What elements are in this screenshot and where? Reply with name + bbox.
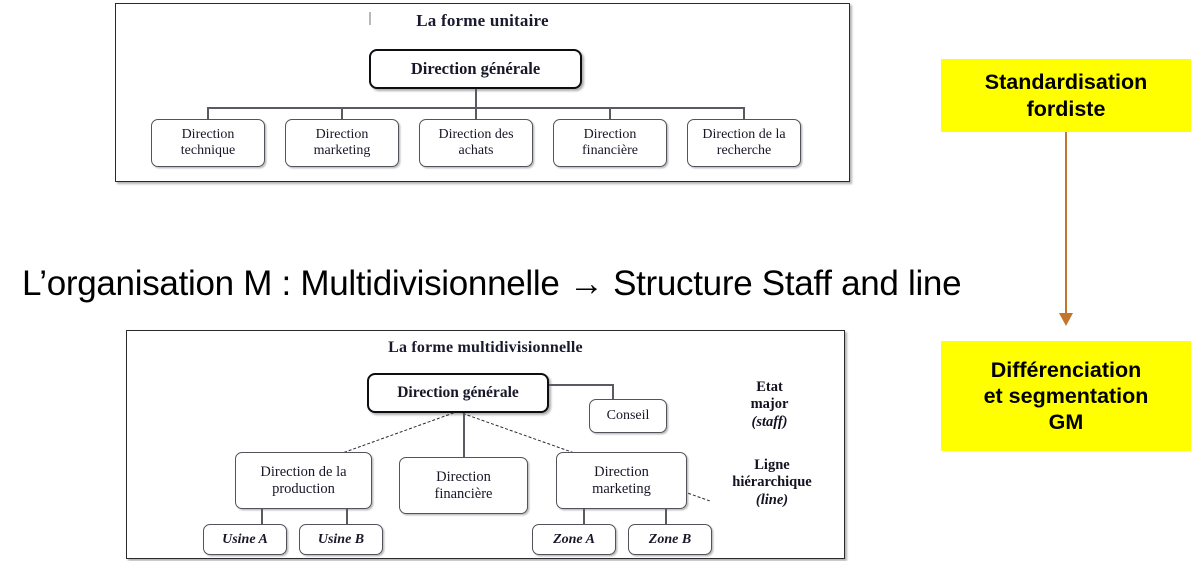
- caption-etat-major-line2: major: [750, 396, 789, 413]
- page-title: L’organisation M : Multidivisionnelle → …: [22, 264, 962, 303]
- caption-etat-major: Etat major (staff): [702, 379, 837, 431]
- node-zone-a[interactable]: Zone A: [532, 524, 616, 555]
- callout-standardisation-fordiste: Standardisation fordiste: [941, 59, 1191, 132]
- callout-2-line2: et segmentation: [983, 383, 1149, 408]
- diagram-unitary-title: La forme unitaire: [416, 11, 549, 30]
- node-direction-technique[interactable]: Direction technique: [151, 119, 265, 167]
- callout-2-line3: GM: [1048, 410, 1084, 435]
- diagram-multidivisional-frame: La forme multidivisionnelle Direction gé…: [126, 330, 845, 559]
- caption-ligne-line1: Ligne: [754, 457, 790, 473]
- callout-2-line1: Différenciation: [990, 357, 1142, 382]
- node-direction-generale-unitary[interactable]: Direction générale: [369, 49, 582, 89]
- connector-staff-horizontal: [549, 384, 613, 386]
- connector-root-stub: [475, 89, 477, 107]
- node-usine-a[interactable]: Usine A: [203, 524, 287, 555]
- connector-drop-3: [475, 107, 477, 119]
- node-direction-financiere[interactable]: Direction financière: [553, 119, 667, 167]
- caption-etat-major-line1: Etat: [756, 379, 783, 395]
- node-direction-recherche[interactable]: Direction de la recherche: [687, 119, 801, 167]
- node-direction-financiere-multi[interactable]: Direction financière: [399, 457, 528, 514]
- node-direction-marketing-multi[interactable]: Direction marketing: [556, 452, 687, 509]
- node-conseil[interactable]: Conseil: [589, 399, 667, 433]
- connector-staff-vertical: [612, 384, 614, 400]
- node-zone-b[interactable]: Zone B: [628, 524, 712, 555]
- node-usine-b[interactable]: Usine B: [299, 524, 383, 555]
- node-direction-achats[interactable]: Direction des achats: [419, 119, 533, 167]
- connector-zone-a-drop: [583, 509, 585, 525]
- connector-center-vertical: [463, 413, 465, 471]
- connector-drop-5: [743, 107, 745, 119]
- node-direction-generale-multi[interactable]: Direction générale: [367, 373, 549, 413]
- node-direction-production[interactable]: Direction de la production: [235, 452, 372, 509]
- connector-drop-2: [341, 107, 343, 119]
- caption-etat-major-line3: (staff): [751, 413, 788, 430]
- callout-differenciation-segmentation: Différenciation et segmentation GM: [941, 341, 1191, 451]
- node-direction-marketing[interactable]: Direction marketing: [285, 119, 399, 167]
- caption-ligne-line2: hiérarchique: [732, 474, 812, 491]
- flow-arrow-head: [1059, 313, 1073, 326]
- diagram-unitary-frame: La forme unitaire Direction générale Dir…: [115, 3, 850, 182]
- flow-arrow-shaft: [1065, 132, 1068, 315]
- callout-1-line1: Standardisation: [984, 70, 1148, 95]
- connector-drop-1: [207, 107, 209, 119]
- caption-ligne-line3: (line): [755, 491, 789, 508]
- connector-usine-b-drop: [346, 509, 348, 525]
- connector-zone-b-drop: [665, 509, 667, 525]
- stray-tick-artifact: [369, 12, 371, 25]
- connector-usine-a-drop: [261, 509, 263, 525]
- connector-drop-4: [609, 107, 611, 119]
- diagram-multidivisional-title: La forme multidivisionnelle: [388, 339, 583, 356]
- caption-ligne-hierarchique: Ligne hiérarchique (line): [702, 457, 842, 509]
- callout-1-line2: fordiste: [1026, 96, 1106, 121]
